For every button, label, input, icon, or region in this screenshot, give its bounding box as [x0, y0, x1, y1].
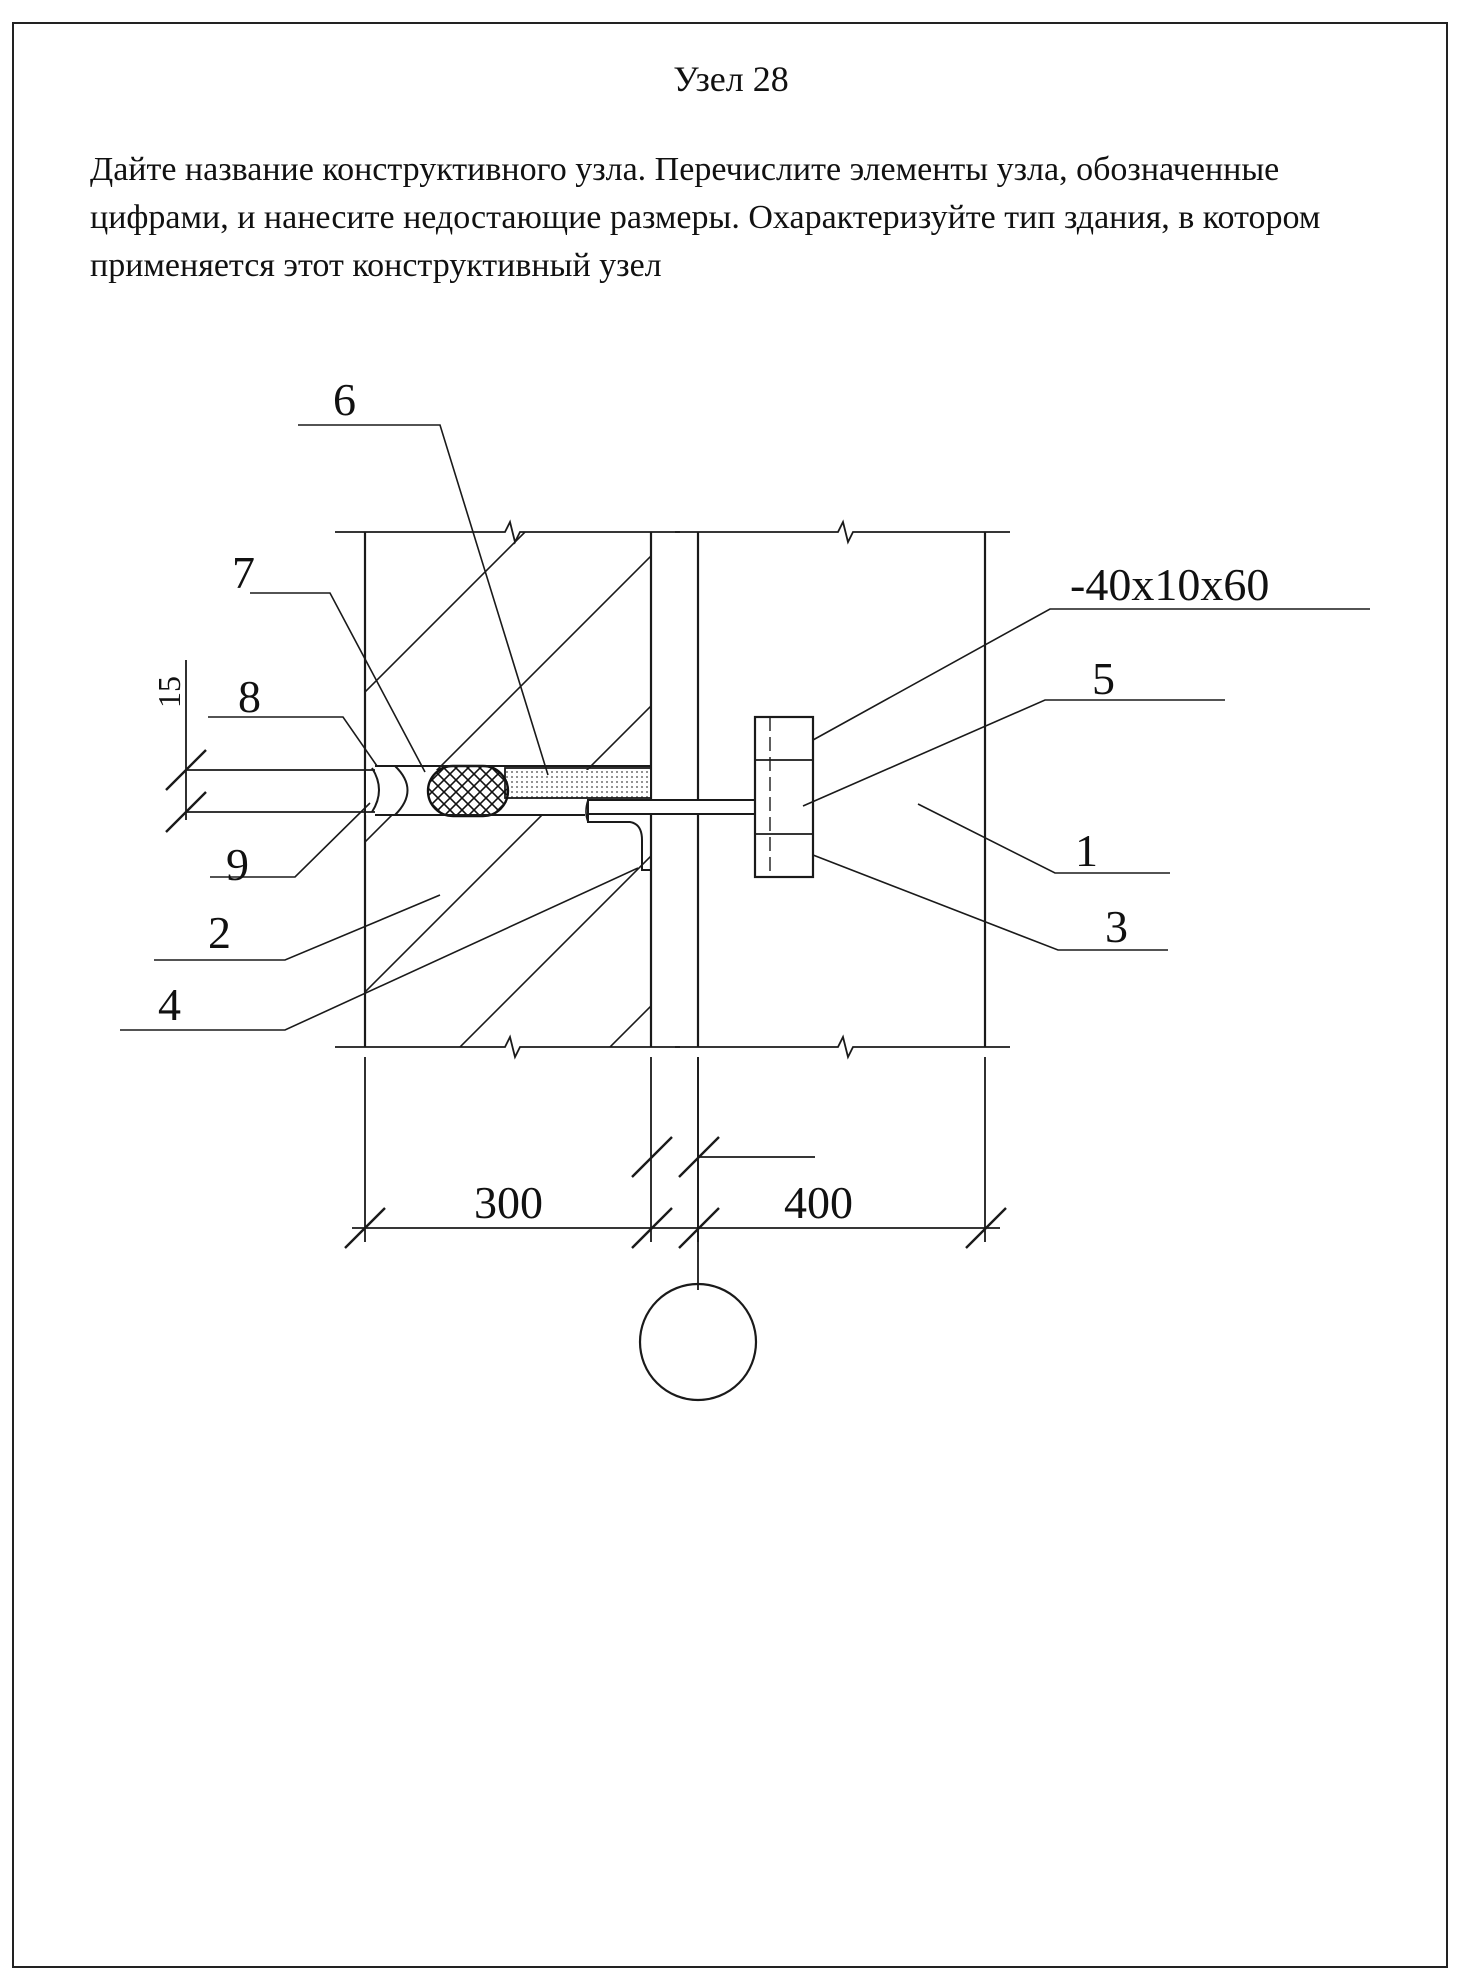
callout-2: 2 [208, 907, 231, 958]
callout-9: 9 [226, 839, 249, 890]
elastic-gasket [426, 764, 510, 818]
callout-5: 5 [1092, 653, 1115, 704]
joint-channel [371, 764, 652, 818]
callout-3: 3 [1105, 901, 1128, 952]
callout-1: 1 [1075, 825, 1098, 876]
callout-8: 8 [238, 671, 261, 722]
page-title: Узел 28 [673, 59, 789, 99]
task-line: цифрами, и нанесите недостающие размеры.… [90, 199, 1321, 236]
sealing-mastic [371, 767, 380, 813]
axis-marker [638, 1057, 758, 1402]
anchor-rod [585, 799, 804, 871]
callout-4: 4 [158, 979, 181, 1030]
leader-lines [120, 424, 1370, 1031]
task-text: Дайте название конструктивного узла. Пер… [90, 146, 1380, 290]
mortar-fill [504, 767, 652, 799]
break-lines [335, 519, 1010, 1060]
page-frame [12, 22, 1448, 1968]
dim-left-wall: 300 [474, 1177, 543, 1228]
task-line: применяется этот конструктивный узел [90, 247, 662, 284]
dim-joint: 15 [151, 676, 187, 708]
callout-6: 6 [333, 374, 356, 425]
right-wall-panel [696, 532, 987, 1047]
task-line: Дайте название конструктивного узла. Пер… [90, 151, 1280, 188]
axis-circle [638, 1282, 758, 1402]
dim-right-wall: 400 [784, 1177, 853, 1228]
callout-7: 7 [232, 547, 255, 598]
plate-spec-label: -40x10x60 [1070, 559, 1269, 610]
embedded-plate [753, 715, 815, 879]
dimension-lines [165, 660, 1007, 1249]
